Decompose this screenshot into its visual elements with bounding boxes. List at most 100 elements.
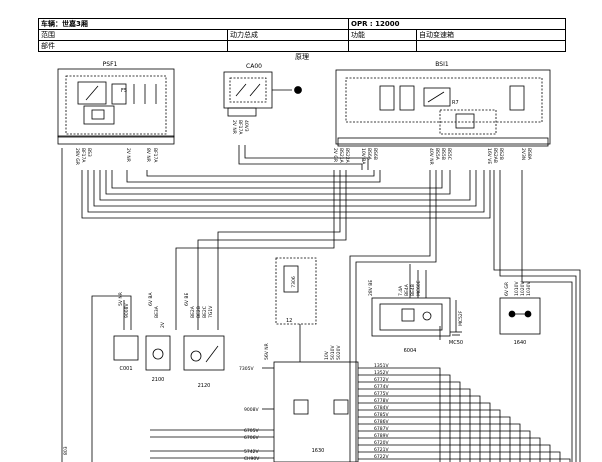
header-table: 车辆：世嘉3厢 OPR : 12000 范围 动力总成 功能 自动变速箱 部件 [38,18,566,52]
ecu-top-2: 5010V [330,345,336,360]
bus-wire-label: 6784V [374,405,389,411]
ecu-left-lines [150,367,274,459]
ecu-top-labels: 56V NR 10V 5010V 5020V [264,343,342,360]
bus-wire-label: 6785V [374,412,389,418]
bsi-c-1: BS5A [434,148,440,161]
bus-wire [358,423,521,462]
c1640-conn-2: 1020V [520,281,526,296]
bsi-a-0: 2V GR [332,148,338,162]
ecu-right-bus: 1351V1352V6772V6774V6775V6778V6784V6785V… [358,363,571,462]
c6004-conn-1: 7.4A [398,285,404,296]
bsi-c-3: BS5C [446,148,452,160]
c001-conn-0: 5V NR [118,292,124,306]
bsi-b-2: BS6B [372,148,378,160]
bus-wire-label: 6774V [374,384,389,390]
c2120-conn-2: BE2B [196,306,202,318]
bus-wire-label: 1352V [374,370,389,376]
ecu-left-wires: 7305V 9008V 6705V 6706V 5742V CH90V [239,366,260,462]
diagram-title: 原理 [295,53,309,61]
ecu-top-3: 5020V [336,345,342,360]
bus-wire [358,402,491,462]
bsi1-relay-label: R7 [452,100,459,106]
c2100-label: 2100 [152,377,165,383]
bsi-d-1: BS2AB [492,148,498,163]
ca00-conn-0: 2V NR [231,120,237,134]
c6004-component: 6004 [371,264,451,354]
ca00-conn-2: 40V3 [243,120,249,132]
psf1-conn-0: 28V GR [74,148,80,165]
bsi1-module: BSI1 R7 [335,61,551,147]
bsi1-label: BSI1 [435,61,449,68]
ca00-label: CA00 [246,63,262,70]
bus-wire [358,381,461,462]
c2120-conn-4: 7G1V [208,305,214,318]
c2100-conn-2: 2V [160,321,166,328]
bus-wire [358,395,481,462]
c6004-conn-2: BE4A [404,283,410,296]
mc50-ground: MC50 MC52F [449,300,464,346]
bsi-b-1: BS6A [366,148,372,161]
bsi-a-1: BS21A [338,148,344,164]
psf1-module: PSF1 F5 [57,61,175,145]
c2120-label: 2120 [198,383,211,389]
wire-6706: 6706V [244,435,259,441]
c1640-label: 1640 [514,340,527,346]
c1640-labels: 6V GR 1010V 1020V 1030V [504,281,532,296]
c7306-label: 7306 [291,276,297,288]
bus-wire-label: 6775V [374,391,389,397]
c1640-conn-1: 1010V [514,281,520,296]
bsi-d-2: BS2B [498,148,504,160]
bus-wire-label: 6720V [374,440,389,446]
c1640-conn-3: 1030V [526,281,532,296]
bus-wire [358,458,571,462]
bus-wire-label: 6722V [374,454,389,460]
wire-6705: 6705V [244,428,259,434]
c1640-conn-0: 6V GR [504,282,510,296]
c6004-conn-4: MC60E [416,280,422,296]
bus-wire-label: 1351V [374,363,389,369]
psf1-conn-mid: 8V NR [145,148,151,162]
c1630-label: 1630 [312,448,325,454]
psf1-conn-right: BF17A [152,148,158,163]
bottom-left-labels: 5V NR 9008V 6V BA BE3A 2V 6V BE BE2A BE2… [63,292,214,455]
c2100-conn-1: BE3A [154,305,160,318]
c2120-conn-3: BE2C [202,306,208,318]
bus-wire-label: 6772V [374,377,389,383]
psf1-label: PSF1 [103,61,118,68]
bus-wire-label: 6721V [374,447,389,453]
c6004-label: 6004 [404,348,417,354]
c6004-labels: 28V BE 7.4A BE4A BE4B MC60E [368,280,422,296]
c2120-conn-0: 6V BE [184,293,190,306]
psf1-fuse-label: F5 [121,88,127,94]
mc52-label: MC52F [458,310,464,326]
wire-6742: 5742V [244,449,259,455]
bus-wire [358,437,541,462]
psf1-conn-2: BS3 [86,148,92,157]
mc50-label: MC50 [449,340,463,346]
module-connector-labels: 28V GR BF17A BS3 2V NR 8V NR BF17A 2V NR… [74,120,532,165]
bus-wire [358,374,451,462]
c1640-component: 1640 [499,297,541,346]
bus-wire [358,416,511,462]
c2100-conn-0: 6V BA [148,292,154,306]
bus-wire-label: 6789V [374,433,389,439]
bus-wire-label: 6786V [374,419,389,425]
psf1-conn-1: BF17A [80,148,86,163]
c2120-conn-1: BE2A [190,305,196,318]
ca00-switch: CA00 [223,63,302,117]
ca00-conn-1: BF17A [237,120,243,135]
bsi-a-2: BS22A [344,148,350,164]
c6004-conn-0: 28V BE [368,280,374,296]
bsi-d-0: 16V VE [486,148,492,164]
bsi-c-0: 40V NR [428,148,434,165]
bus-wire-label: 6787V [374,426,389,432]
c1630-ecu: 1630 [273,361,359,462]
c6004-conn-3: BE4B [410,284,416,296]
wire-bundle [61,145,581,462]
c001-component: C001 [113,335,139,372]
bsi-c-2: BS5B [440,148,446,160]
wire-9008: 9008V [244,407,259,413]
c001-label: C001 [119,366,132,372]
parts-label: 部件 [38,40,228,52]
